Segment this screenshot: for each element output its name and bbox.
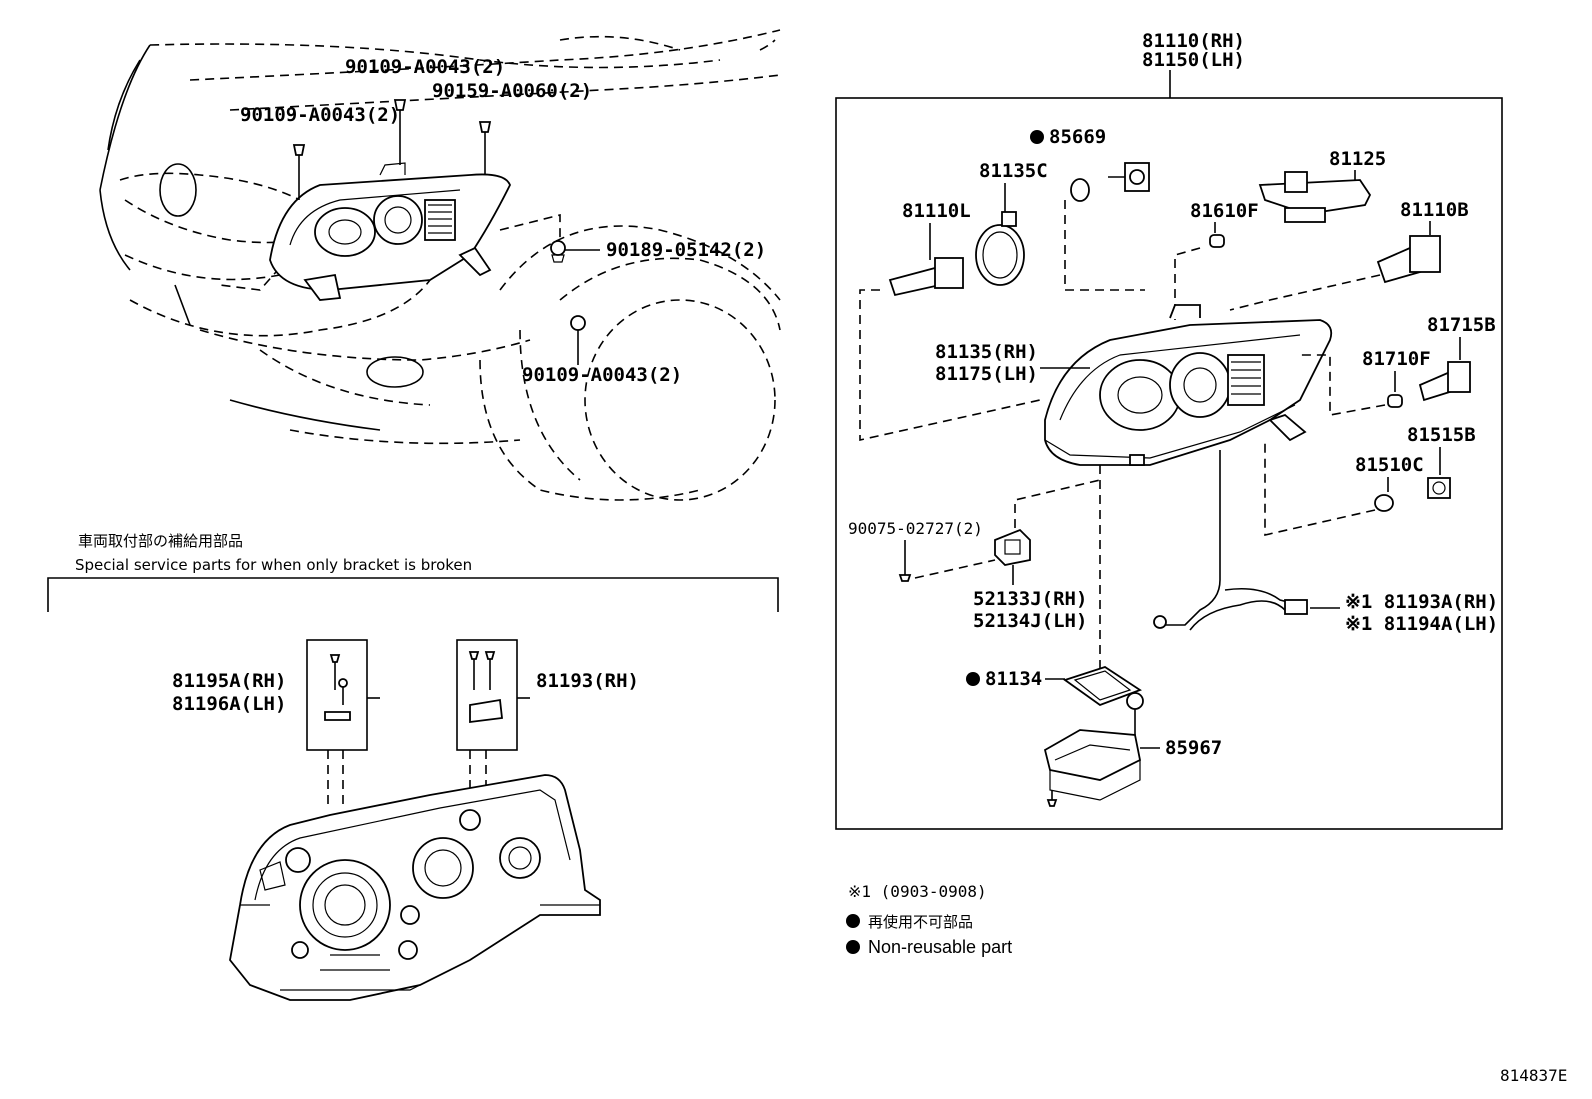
hid-bulb-icon: [888, 257, 964, 297]
label-81515b: 81515B: [1407, 424, 1476, 446]
figure-id: 814837E: [1500, 1066, 1567, 1085]
bolt-icon: [478, 121, 492, 142]
socket-bulb-icon: [1418, 361, 1471, 402]
label-assembly-lh: 81150(LH): [1142, 49, 1245, 71]
label-81195a: 81195A(RH): [172, 670, 286, 692]
label-81125: 81125: [1329, 148, 1386, 170]
label-assembly-rh: 81110(RH): [1142, 30, 1245, 52]
label-85669: 85669: [1049, 126, 1106, 148]
bolt-icon: [292, 144, 306, 165]
discharge-bulb-icon: [1108, 162, 1150, 192]
wedge-bulb-icon: [1209, 234, 1225, 248]
label-90109-a: 90109-A0043(2): [240, 104, 400, 126]
label-90109-c: 90109-A0043(2): [522, 364, 682, 386]
label-81194a: ※1 81194A(LH): [1345, 613, 1498, 635]
non-reusable-marker: [846, 914, 860, 928]
bolt-icon: [393, 99, 407, 120]
footnote: ※1 (0903-0908): [848, 882, 987, 901]
bracket-icon: [994, 528, 1031, 566]
label-90109-b: 90109-A0043(2): [345, 56, 505, 78]
bracket-kit-box-81195: [306, 639, 368, 751]
label-81193: 81193(RH): [536, 670, 639, 692]
vehicle-headlamp-assembly: [269, 162, 511, 301]
bracket-kit-box-81193: [456, 639, 518, 751]
wire-harness-icon: [1153, 450, 1308, 631]
non-reusable-marker: [1030, 130, 1044, 144]
non-reusable-marker: [966, 672, 980, 686]
screw-icon: [468, 651, 503, 724]
headlamp-assembly-frame: [835, 97, 1503, 830]
screw-icon: [324, 654, 351, 721]
bulb-cover-cap-icon: [975, 211, 1025, 286]
label-81196a: 81196A(LH): [172, 693, 286, 715]
ballast-unit-icon: [1043, 692, 1144, 807]
label-81175-lh: 81175(LH): [935, 363, 1038, 385]
halogen-bulb-icon: [1376, 235, 1441, 284]
screw-icon: [898, 565, 912, 582]
label-81110b: 81110B: [1400, 199, 1469, 221]
o-ring-icon: [1070, 178, 1090, 202]
bracket-section-frame: [47, 577, 779, 612]
clip-icon: [550, 240, 566, 263]
label-52134j: 52134J(LH): [973, 610, 1087, 632]
bolt-icon: [570, 315, 586, 338]
vehicle-front-outline: [99, 29, 781, 501]
label-81134: 81134: [985, 668, 1042, 690]
label-81193a: ※1 81193A(RH): [1345, 591, 1498, 613]
label-90189: 90189-05142(2): [606, 239, 766, 261]
connector-harness-icon: [1258, 171, 1372, 223]
label-81610f: 81610F: [1190, 200, 1259, 222]
label-81135c: 81135C: [979, 160, 1048, 182]
label-52133j: 52133J(RH): [973, 588, 1087, 610]
bracket-section-title-jp: 車両取付部の補給用部品: [78, 532, 243, 550]
label-81510c: 81510C: [1355, 454, 1424, 476]
wedge-bulb-icon: [1374, 494, 1394, 512]
label-90159: 90159-A0060(2): [432, 80, 592, 102]
label-90075: 90075-02727(2): [848, 519, 983, 538]
label-81135-rh: 81135(RH): [935, 341, 1038, 363]
gasket-icon: [1063, 666, 1142, 707]
socket-icon: [1427, 477, 1451, 499]
label-81715b: 81715B: [1427, 314, 1496, 336]
wedge-bulb-icon: [1387, 394, 1403, 408]
legend-en: Non-reusable part: [868, 937, 1012, 957]
label-81710f: 81710F: [1362, 348, 1431, 370]
label-81110l: 81110L: [902, 200, 971, 222]
headlamp-rear-housing: [229, 774, 601, 1001]
bracket-section-title-en: Special service parts for when only brac…: [75, 556, 472, 574]
legend-jp: 再使用不可部品: [868, 913, 973, 931]
label-85967: 85967: [1165, 737, 1222, 759]
non-reusable-marker: [846, 940, 860, 954]
headlamp-unit: [1044, 304, 1333, 466]
